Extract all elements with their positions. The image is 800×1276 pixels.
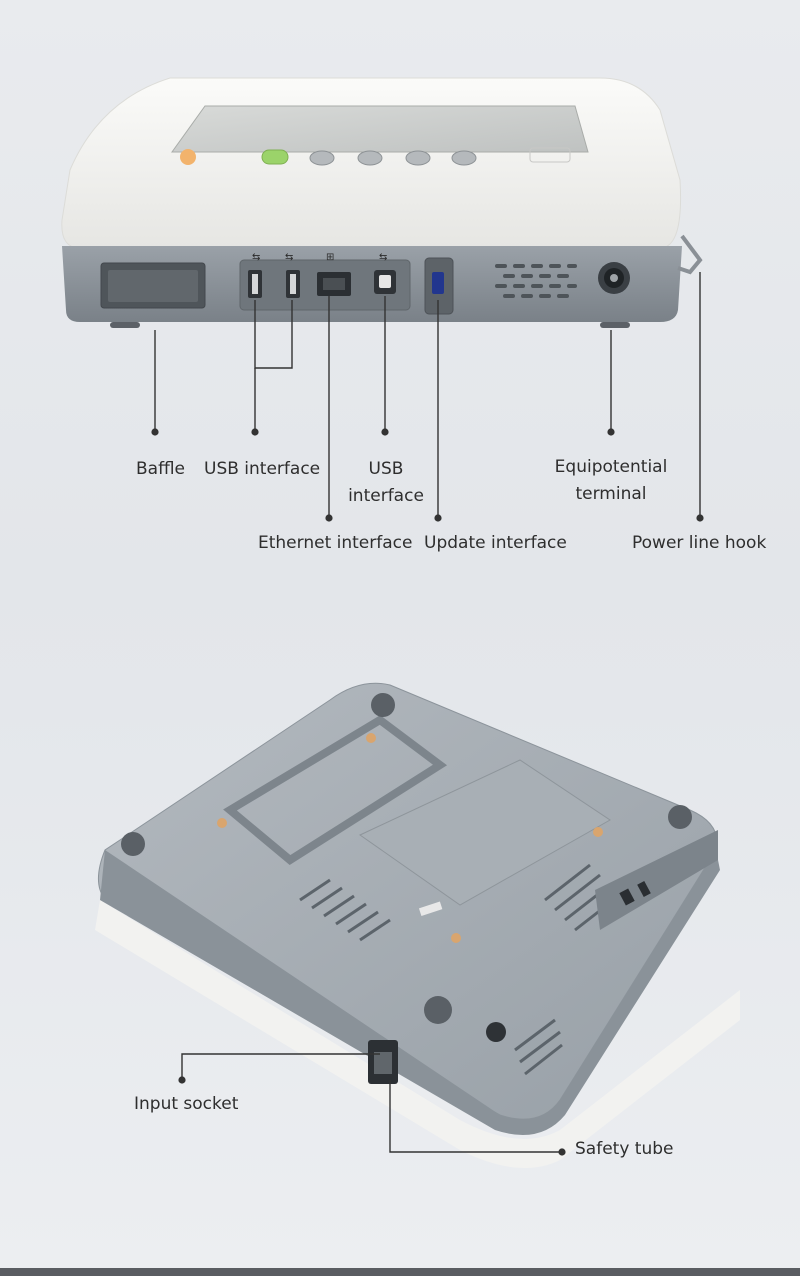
key-button-icon	[357, 150, 383, 166]
key-button-icon	[451, 150, 477, 166]
rubber-foot	[668, 805, 692, 829]
label-power-line-hook: Power line hook	[632, 533, 767, 553]
rubber-foot	[121, 832, 145, 856]
label-plate	[359, 759, 611, 906]
label-usb-interface: USB interface	[204, 459, 321, 479]
label-update-interface: Update interface	[424, 533, 567, 553]
label-equipotential-line1: Equipotential	[554, 457, 668, 477]
label-ethernet-interface: Ethernet interface	[258, 533, 413, 553]
usb-icon: ⇆	[285, 252, 293, 263]
indicator-light	[180, 149, 196, 165]
network-icon: ⊞	[326, 252, 334, 263]
mount-bracket	[223, 715, 448, 865]
vent-grille	[495, 264, 577, 298]
device-screen	[171, 105, 589, 153]
usb-icon: ⇆	[252, 252, 260, 263]
label-equipotential-terminal: Equipotential terminal	[548, 454, 674, 508]
power-button-icon	[261, 149, 289, 165]
label-usb-interface-2-line2: interface	[348, 486, 424, 506]
round-connector	[486, 1022, 506, 1042]
leader-lines-top	[151, 272, 704, 522]
label-input-socket: Input socket	[134, 1094, 239, 1114]
label-usb-interface-2: USB interface	[346, 456, 426, 510]
device-shell	[95, 900, 740, 1168]
key-button-icon	[309, 150, 335, 166]
label-equipotential-line2: terminal	[575, 484, 647, 504]
usb-icon: ⇆	[379, 252, 387, 263]
rubber-foot	[371, 693, 395, 717]
rubber-foot	[424, 996, 452, 1024]
power-line-hook	[677, 234, 703, 275]
label-baffle: Baffle	[136, 459, 185, 479]
device-underside-view	[95, 682, 740, 1168]
key-button-icon	[405, 150, 431, 166]
logo-mark	[529, 147, 571, 163]
label-usb-interface-2-line1: USB	[368, 459, 404, 479]
bottom-edge-bar	[0, 1268, 800, 1276]
label-safety-tube: Safety tube	[575, 1139, 674, 1159]
device-rear-view: ⇆ ⇆ ⊞ ⇆	[61, 77, 703, 328]
